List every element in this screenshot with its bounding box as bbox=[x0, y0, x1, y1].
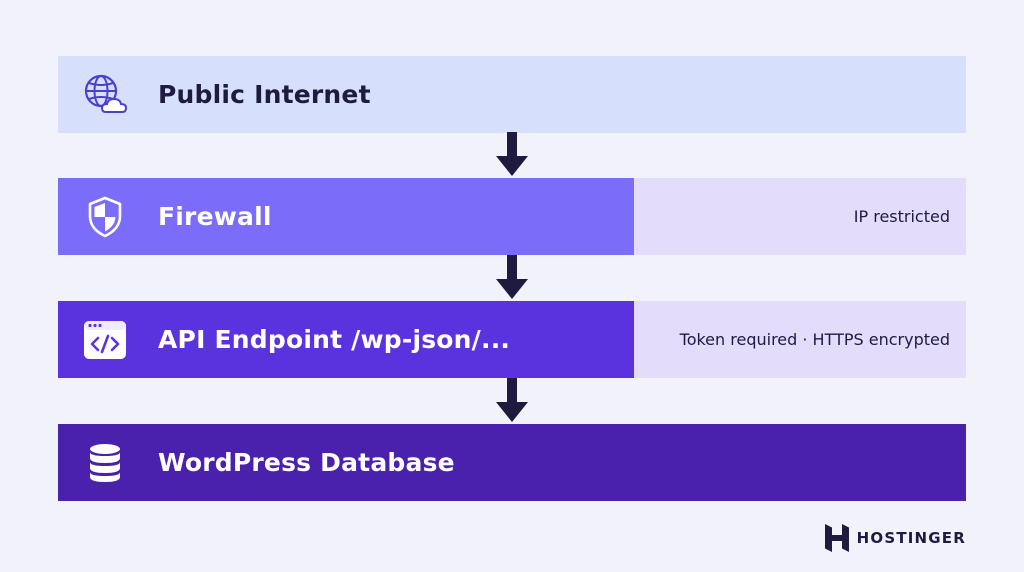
layer-title: Firewall bbox=[158, 202, 272, 231]
brand: HOSTINGER bbox=[824, 524, 966, 552]
globe-cloud-icon bbox=[82, 72, 128, 118]
arrow-down-icon bbox=[496, 378, 528, 422]
code-window-icon bbox=[82, 317, 128, 363]
shield-icon bbox=[82, 194, 128, 240]
layer-note: Token required · HTTPS encrypted bbox=[634, 301, 966, 378]
hostinger-logo bbox=[824, 524, 849, 552]
database-icon bbox=[82, 440, 128, 486]
arrow-down-icon bbox=[496, 132, 528, 176]
layer-title: WordPress Database bbox=[158, 448, 455, 477]
layer-firewall: Firewall IP restricted bbox=[58, 178, 966, 255]
brand-name: HOSTINGER bbox=[856, 529, 966, 547]
layer-title: API Endpoint /wp-json/... bbox=[158, 325, 511, 354]
layer-note: IP restricted bbox=[634, 178, 966, 255]
arrow-down-icon bbox=[496, 255, 528, 299]
layer-wordpress-database: WordPress Database bbox=[58, 424, 966, 501]
layer-public-internet: Public Internet bbox=[58, 56, 966, 133]
layer-api-endpoint: API Endpoint /wp-json/... Token required… bbox=[58, 301, 966, 378]
layer-title: Public Internet bbox=[158, 80, 371, 109]
